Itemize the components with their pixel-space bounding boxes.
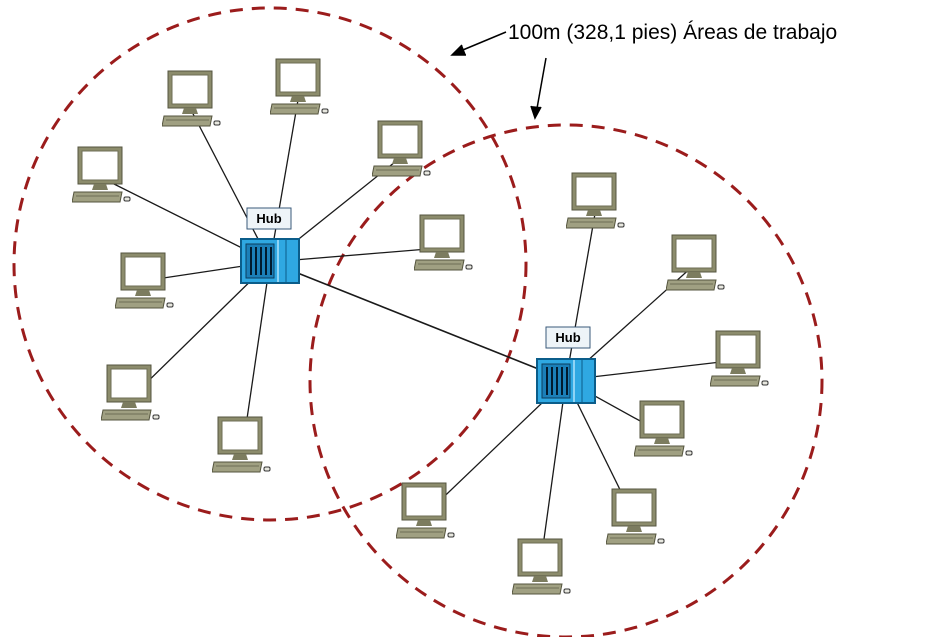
desktop-computer-icon xyxy=(710,330,769,387)
desktop-computer-icon xyxy=(414,214,473,271)
network-hub-icon xyxy=(536,358,596,404)
desktop-computer-icon xyxy=(212,416,271,473)
desktop-computer-icon xyxy=(666,234,725,291)
desktop-computer-icon xyxy=(372,120,431,177)
left-hub-links xyxy=(109,99,567,447)
coverage-ring-left xyxy=(12,6,528,522)
desktop-computer-icon xyxy=(270,58,329,115)
network-hub-icon xyxy=(240,238,300,284)
hub-label: Hub xyxy=(256,211,281,226)
desktop-computer-icon xyxy=(115,252,174,309)
hub-label-box xyxy=(246,207,292,230)
hub-label-box xyxy=(545,326,591,349)
desktop-computer-icon xyxy=(512,538,571,595)
hub-left: Hub xyxy=(240,207,300,284)
desktop-computer-icon xyxy=(162,70,221,127)
desktop-computer-icon xyxy=(606,488,665,545)
coverage-ring-right xyxy=(308,123,824,637)
desktop-computer-icon xyxy=(101,364,160,421)
caption-arrows xyxy=(450,31,547,120)
desktop-computer-icon xyxy=(396,482,455,539)
desktop-computer-icon xyxy=(72,146,131,203)
coverage-caption: 100m (328,1 pies) Áreas de trabajo xyxy=(508,21,837,44)
desktop-computer-icon xyxy=(566,172,625,229)
hub-label: Hub xyxy=(555,330,580,345)
desktop-computer-icon xyxy=(634,400,693,457)
hub-right: Hub xyxy=(536,326,596,404)
